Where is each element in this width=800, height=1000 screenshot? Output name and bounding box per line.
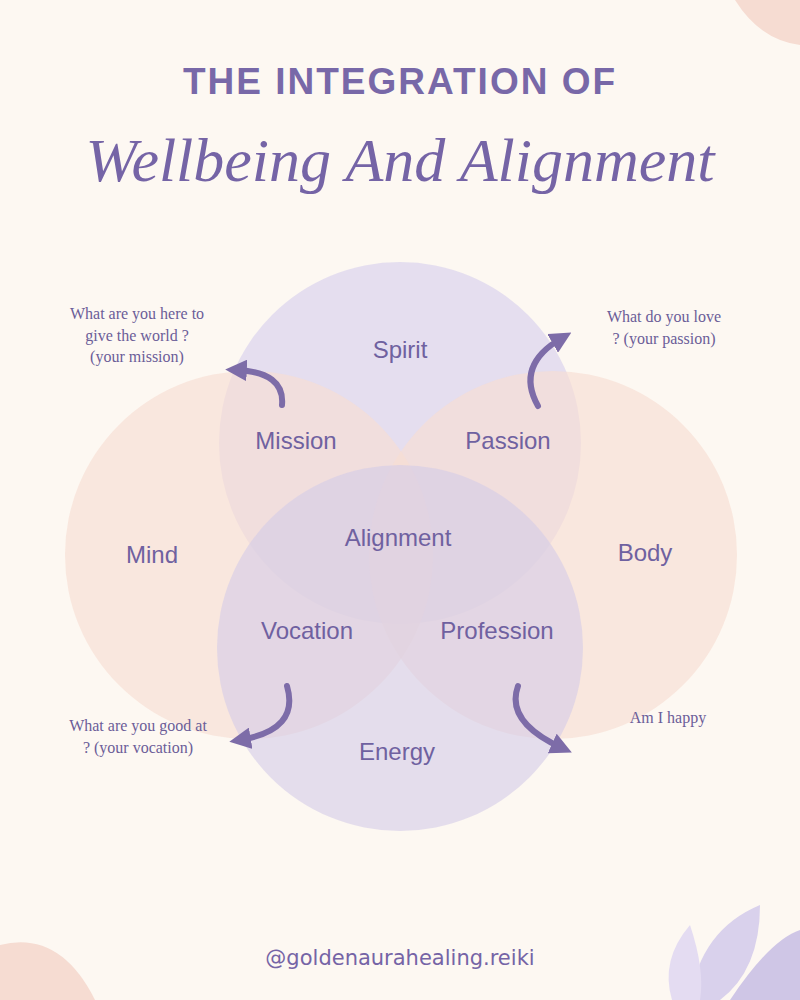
- corner-blob: [735, 0, 800, 45]
- circle-fill: [217, 465, 583, 831]
- leaf: [730, 930, 800, 1000]
- watermark: @goldenaurahealing.reiki: [265, 946, 534, 970]
- callout-arrow: [236, 370, 282, 405]
- region-label: Profession: [440, 617, 553, 645]
- callout-arrow: [530, 338, 562, 406]
- callout-note: What are you good at ? (your vocation): [68, 715, 208, 758]
- title: THE INTEGRATION OF: [183, 61, 617, 103]
- leaf: [669, 925, 702, 1000]
- callout-note: What do you love ? (your passion): [604, 306, 724, 349]
- callout-note: Am I happy: [608, 707, 728, 729]
- subtitle: Wellbeing And Alignment: [85, 125, 714, 196]
- region-label: Alignment: [345, 524, 452, 552]
- circle-outline: [217, 465, 583, 831]
- circle-label: Mind: [126, 541, 178, 569]
- circle-label: Energy: [359, 738, 435, 766]
- corner-blob: [0, 942, 95, 1000]
- circle-label: Body: [618, 539, 673, 567]
- callout-arrow: [516, 686, 562, 748]
- circle-label: Spirit: [373, 336, 428, 364]
- region-label: Passion: [465, 427, 550, 455]
- region-label: Vocation: [261, 617, 353, 645]
- callout-arrow: [240, 686, 289, 740]
- region-label: Mission: [255, 427, 336, 455]
- callout-note: What are you here to give the world ? (y…: [67, 303, 207, 368]
- venn-circle: Energy: [217, 465, 583, 831]
